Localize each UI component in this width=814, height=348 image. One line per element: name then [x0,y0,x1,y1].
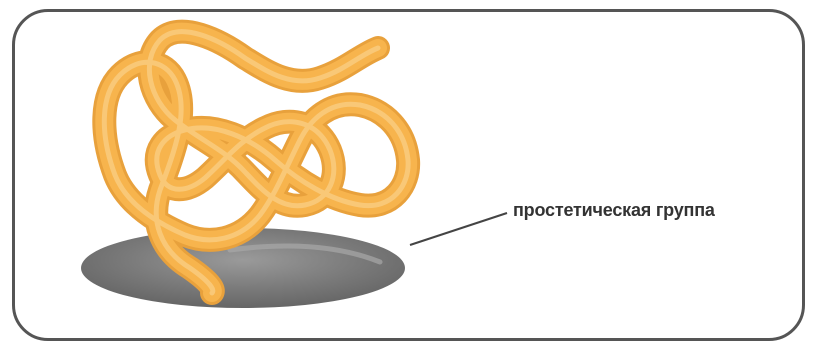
protein-chain [92,19,421,305]
leader-line [409,212,508,246]
prosthetic-group-label: простетическая группа [513,200,715,220]
